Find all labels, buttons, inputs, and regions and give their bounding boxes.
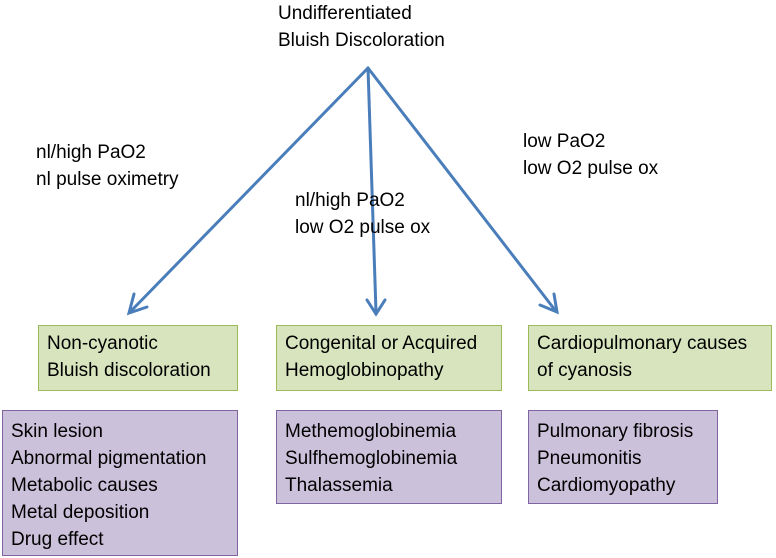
causes-box-cardiopulmonary: Pulmonary fibrosis Pneumonitis Cardiomyo… [528,410,718,504]
cause-item: Pulmonary fibrosis [537,421,694,442]
category-hemoglobinopathy-line-2: Hemoglobinopathy [285,360,444,381]
category-noncyanotic-line-2: Bluish discoloration [47,360,211,381]
cause-item: Cardiomyopathy [537,475,676,496]
causes-box-noncyanotic: Skin lesion Abnormal pigmentation Metabo… [2,410,238,556]
condition-left: nl/high PaO2 nl pulse oximetry [36,139,179,193]
cause-item: Thalassemia [285,475,393,496]
condition-right-line-2: low O2 pulse ox [523,158,659,179]
cause-item: Sulfhemoglobinemia [285,448,458,469]
category-cardiopulmonary-line-1: Cardiopulmonary causes [537,333,748,354]
cause-item: Methemoglobinemia [285,421,457,442]
arrow-center [366,66,378,314]
cause-item: Skin lesion [11,421,103,442]
condition-center-line-2: low O2 pulse ox [295,217,431,238]
root-line-1: Undifferentiated [278,3,412,24]
condition-left-line-1: nl/high PaO2 [36,142,146,163]
condition-right-line-1: low PaO2 [523,131,606,152]
root-node: Undifferentiated Bluish Discoloration [278,0,445,54]
condition-left-line-2: nl pulse oximetry [36,169,179,190]
arrowhead-right [538,292,559,315]
arrow-left [130,66,370,312]
arrowhead-left [126,292,149,316]
cause-item: Metabolic causes [11,475,158,496]
condition-center-line-1: nl/high PaO2 [295,190,405,211]
cause-item: Metal deposition [11,502,150,523]
category-noncyanotic-line-1: Non-cyanotic [47,333,158,354]
root-line-2: Bluish Discoloration [278,30,445,51]
condition-right: low PaO2 low O2 pulse ox [523,128,658,182]
arrow-right [366,66,557,312]
cause-item: Drug effect [11,529,104,550]
category-cardiopulmonary-line-2: of cyanosis [537,360,633,381]
cause-item: Pneumonitis [537,448,642,469]
arrowhead-center [365,298,387,317]
cause-item: Abnormal pigmentation [11,448,207,469]
condition-center: nl/high PaO2 low O2 pulse ox [295,187,430,241]
category-hemoglobinopathy-line-1: Congenital or Acquired [285,333,478,354]
category-box-cardiopulmonary: Cardiopulmonary causes of cyanosis [528,325,772,391]
category-box-hemoglobinopathy: Congenital or Acquired Hemoglobinopathy [276,325,502,391]
category-box-noncyanotic: Non-cyanotic Bluish discoloration [38,325,238,391]
causes-box-hemoglobinopathy: Methemoglobinemia Sulfhemoglobinemia Tha… [276,410,502,504]
